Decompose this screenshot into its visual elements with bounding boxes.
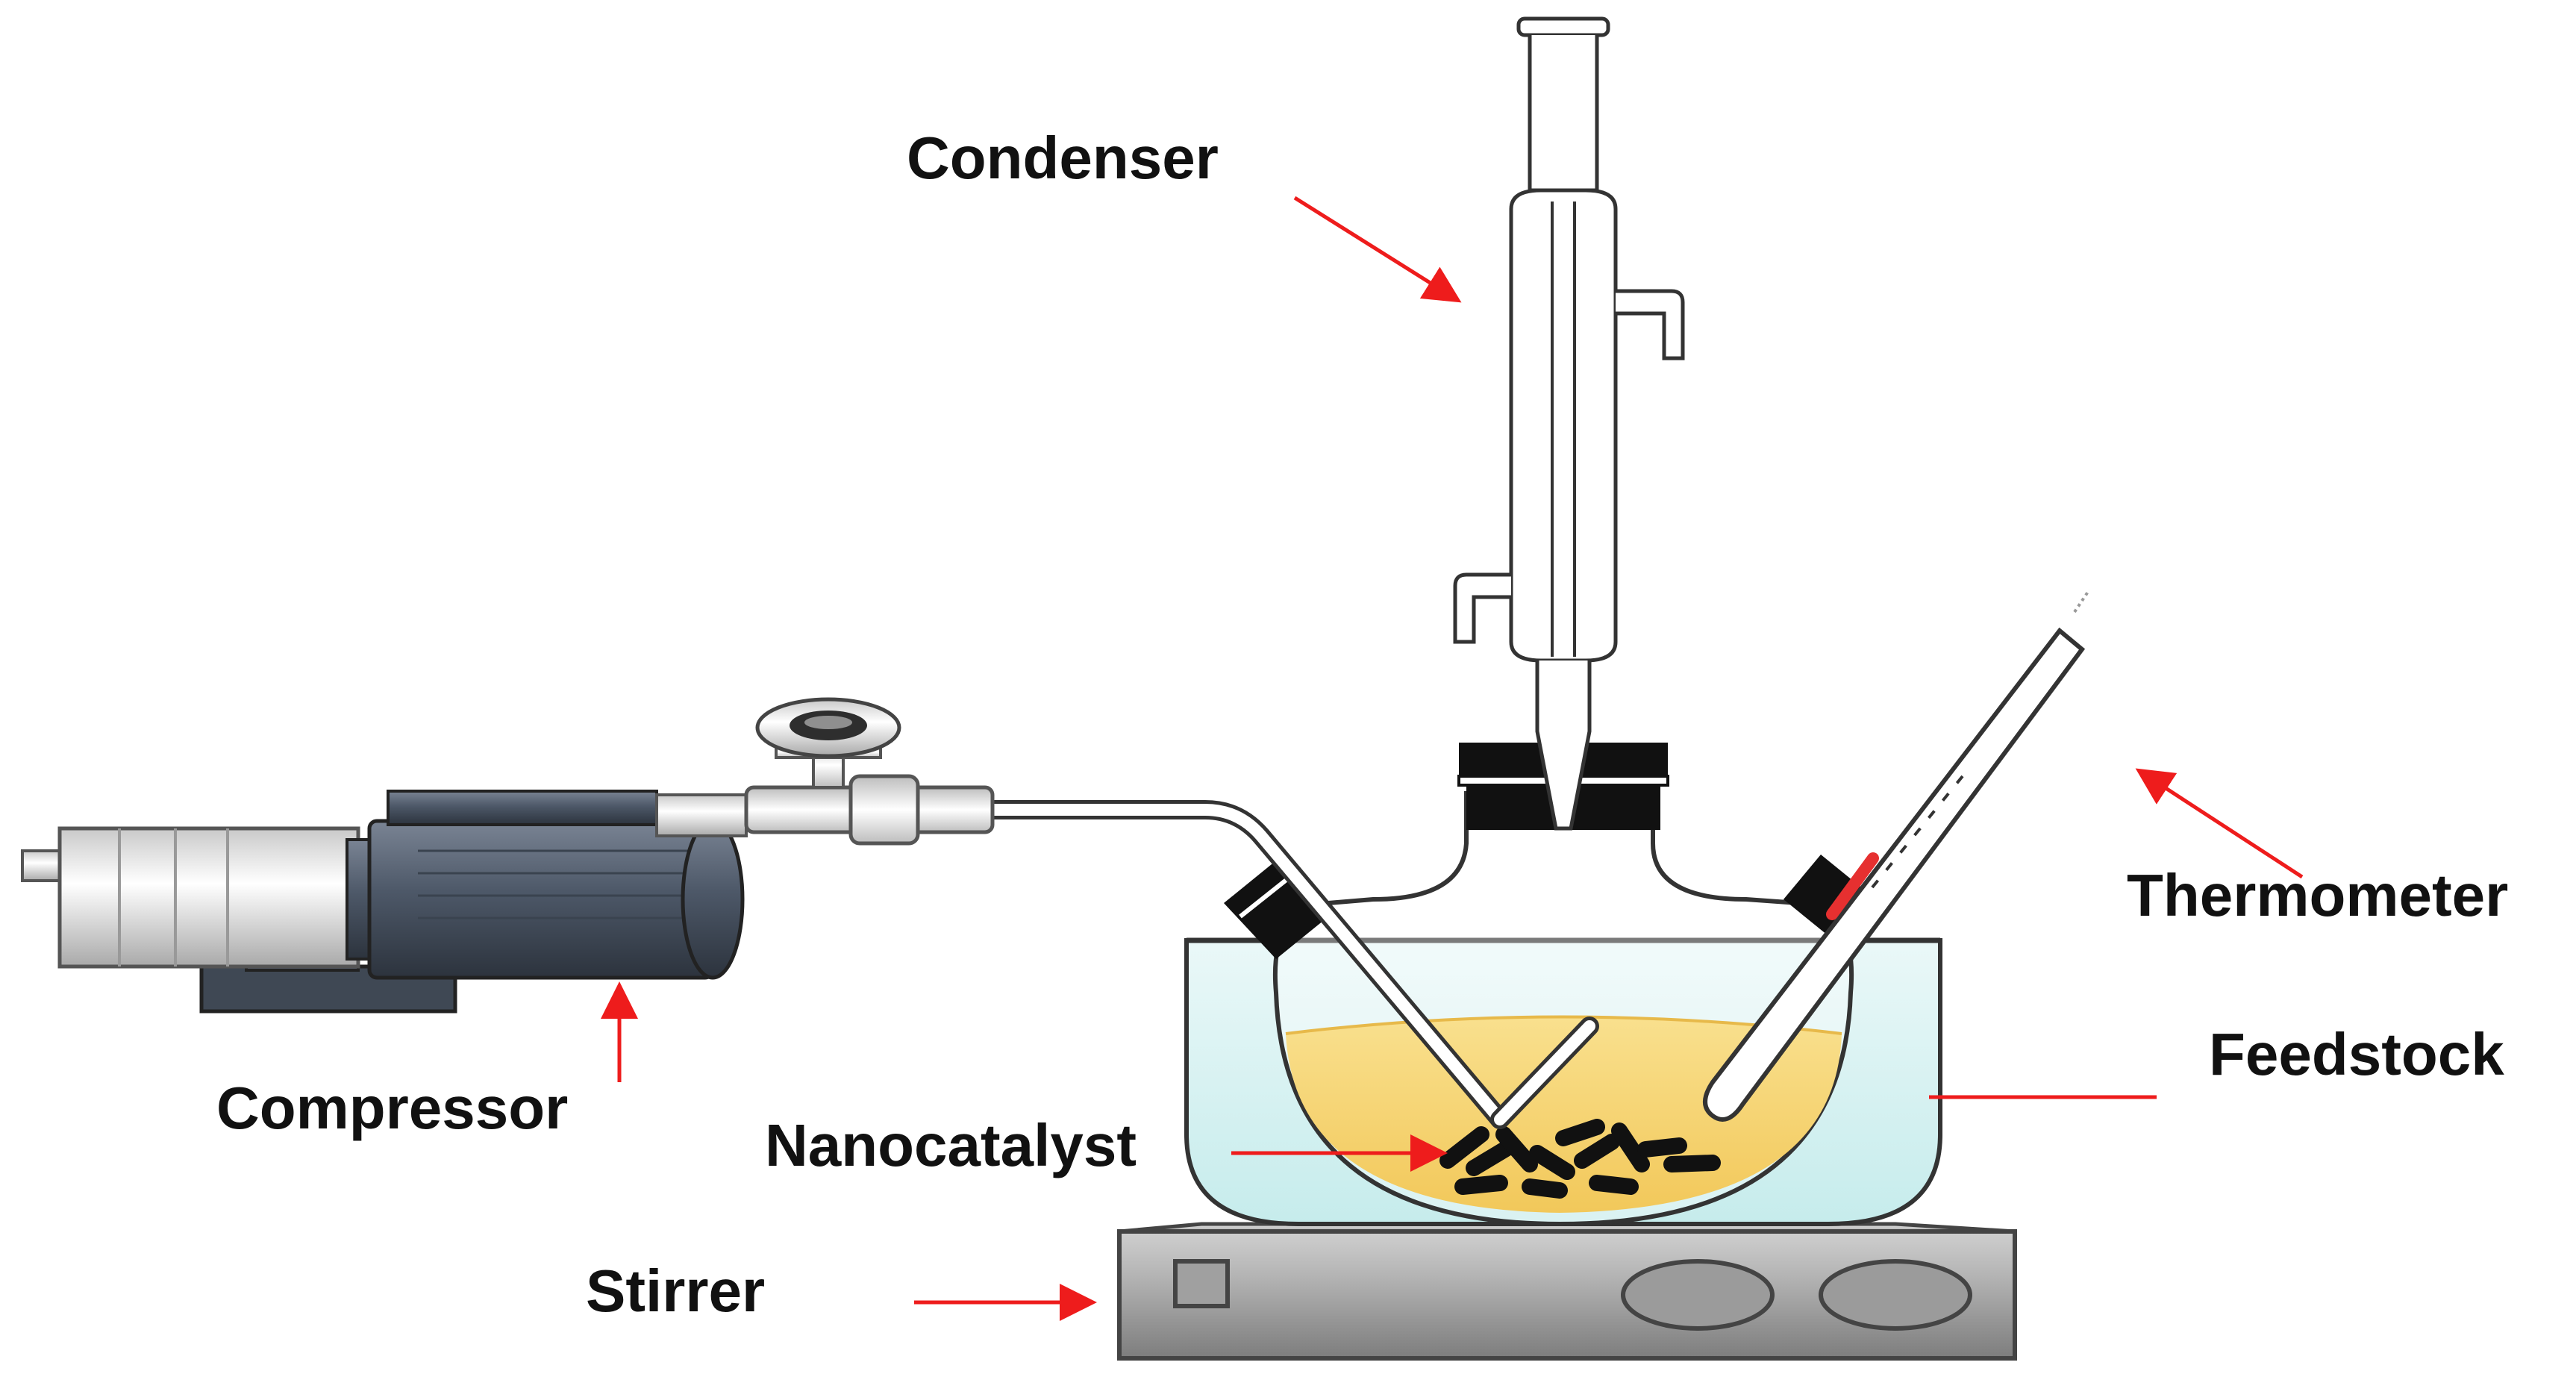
label-stirrer: Stirrer — [586, 1258, 766, 1324]
compressor — [21, 697, 995, 1014]
condenser-top-lip — [1516, 16, 1610, 37]
thermometer-body — [1703, 627, 2086, 1122]
nanocatalyst-particles — [1439, 1119, 1721, 1199]
compressor-motor — [367, 819, 715, 980]
compressor-flange — [346, 838, 371, 961]
label-thermometer: Thermometer — [2127, 862, 2509, 928]
stirrer-knob-left — [1621, 1259, 1775, 1331]
label-condenser: Condenser — [907, 125, 1219, 191]
condenser-water-inlet — [1453, 572, 1511, 644]
compressor-pump-head — [57, 826, 360, 969]
three-neck-flask — [1272, 791, 1854, 1227]
label-compressor: Compressor — [216, 1075, 569, 1141]
thermometer-mercury — [1826, 852, 1879, 920]
condenser-arrow — [1293, 196, 1462, 303]
stirrer — [1117, 1222, 2017, 1361]
condenser-drip-tip — [1535, 661, 1592, 831]
condenser-water-outlet — [1616, 289, 1685, 360]
condenser-top-tube — [1528, 35, 1599, 193]
label-feedstock: Feedstock — [2209, 1021, 2504, 1087]
condenser — [1453, 16, 1685, 831]
stirrer-knob-right — [1819, 1259, 1972, 1331]
stirrer-power-button — [1173, 1259, 1230, 1308]
thermometer-assembly — [1703, 588, 2091, 1122]
compressor-terminal-box — [387, 790, 658, 826]
condenser-jacket — [1509, 188, 1618, 663]
label-nanocatalyst: Nanocatalyst — [765, 1112, 1137, 1178]
thermometer-arrow — [2135, 768, 2304, 879]
annotation-arrows — [601, 196, 2304, 1321]
gas-inlet — [975, 800, 1599, 1129]
compressor-coupling — [655, 793, 748, 837]
